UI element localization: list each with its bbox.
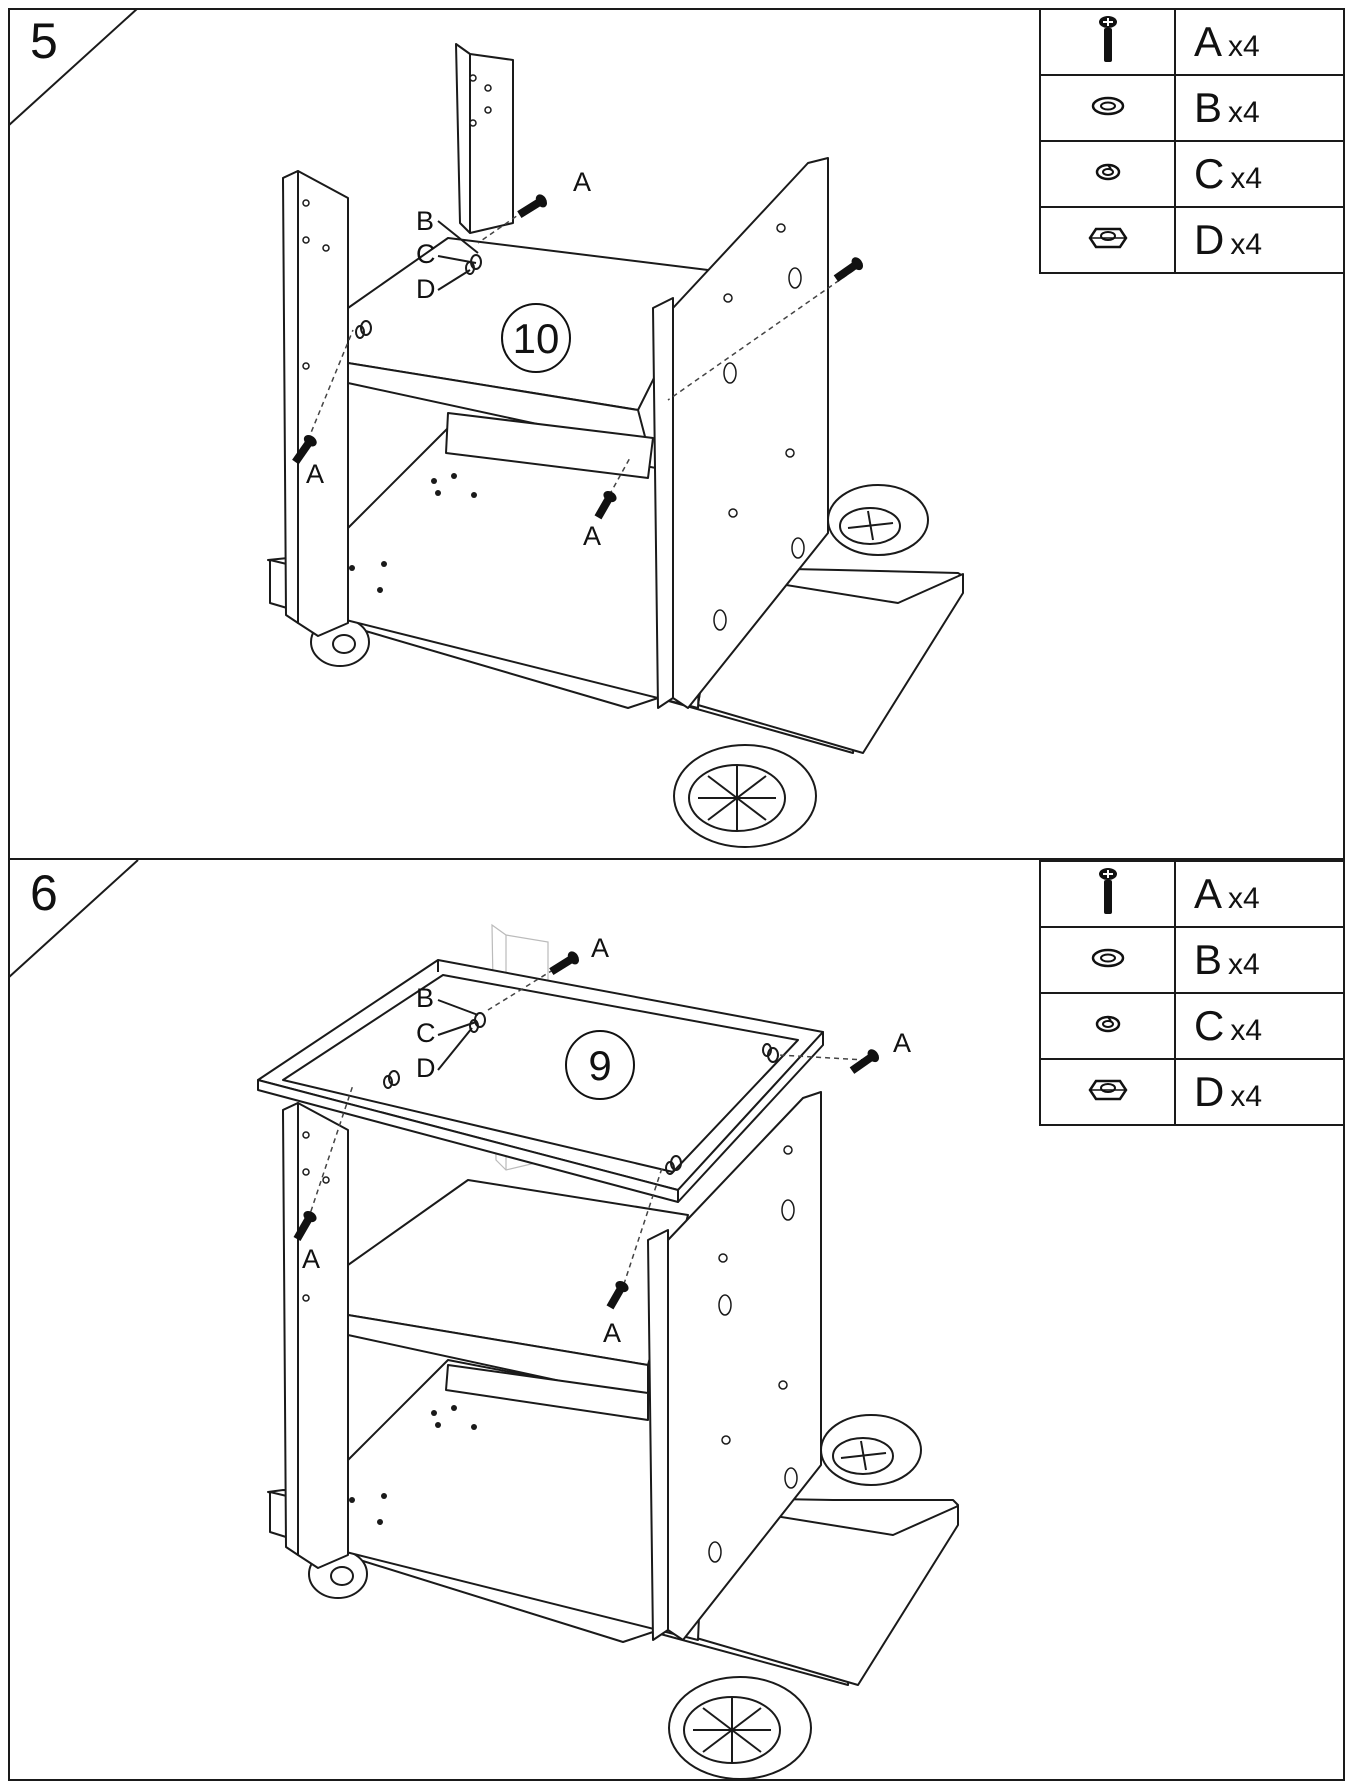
part-tag-9: 9: [565, 1030, 635, 1100]
cart-assembly-drawing: A A A B C D 10: [267, 43, 964, 848]
step-corner-divider: [8, 8, 139, 127]
screw-icon: [1039, 8, 1176, 76]
callout-d: D: [416, 1053, 436, 1083]
svg-text:9: 9: [588, 1042, 611, 1089]
callout-a: A: [302, 1244, 320, 1274]
post-holes: [302, 1131, 477, 1525]
step-corner-divider: [8, 860, 139, 979]
right-side-panel: [647, 1091, 822, 1641]
callout-c: C: [416, 1018, 436, 1048]
screw-hardware: [292, 194, 864, 520]
keyhole-slots: [713, 223, 805, 631]
step-number: 6: [30, 865, 58, 921]
callout-a: A: [583, 521, 601, 551]
rear-wheel: [827, 484, 929, 556]
middle-shelf: [347, 1179, 689, 1421]
callout-a: A: [306, 459, 324, 489]
callout-a: A: [573, 167, 591, 197]
callout-b: B: [416, 983, 434, 1013]
post-holes: [302, 74, 492, 593]
part-tag-10: 10: [501, 303, 571, 373]
screw-hardware: [293, 951, 880, 1310]
flat-washer-icon: [1039, 74, 1176, 142]
rear-wheel: [820, 1414, 922, 1486]
flat-washer-icon: [1039, 926, 1176, 994]
screw-icon: [1039, 860, 1176, 928]
callout-a: A: [591, 933, 609, 963]
spring-washer-icon: [1039, 992, 1176, 1060]
hex-nut-icon: [1039, 206, 1176, 274]
callout-b: B: [416, 206, 434, 236]
callout-a: A: [893, 1028, 911, 1058]
keyhole-slots: [708, 1145, 798, 1563]
hex-nut-icon: [1039, 1058, 1176, 1126]
left-front-post: [282, 170, 349, 637]
callout-a: A: [603, 1318, 621, 1348]
rear-upright: [455, 43, 514, 234]
assembly-leader-lines: [307, 964, 867, 1294]
right-side-panel: [652, 157, 829, 709]
callout-labels: A A A B C D: [306, 167, 601, 551]
top-tray-9: [257, 959, 824, 1203]
spring-washer-icon: [1039, 140, 1176, 208]
callout-labels: A A A A B C D: [302, 933, 911, 1348]
front-wheel: [668, 1676, 812, 1780]
cart-assembly-drawing: A A A A B C D 9: [257, 923, 959, 1780]
svg-text:10: 10: [513, 315, 560, 362]
step-number: 5: [30, 13, 58, 69]
callout-c: C: [416, 239, 436, 269]
left-front-post: [282, 1102, 349, 1569]
callout-d: D: [416, 274, 436, 304]
front-wheel: [673, 744, 817, 848]
